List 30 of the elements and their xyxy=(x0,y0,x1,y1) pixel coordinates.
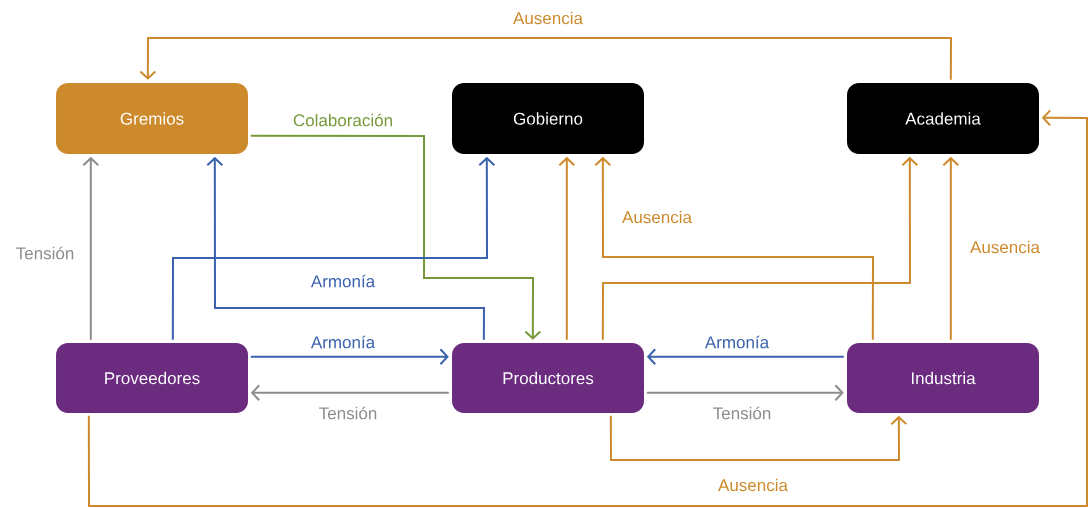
edge-label: Armonía xyxy=(703,334,771,350)
arrow xyxy=(139,37,952,81)
edge-label: Colaboración xyxy=(291,112,395,128)
arrow xyxy=(558,156,576,341)
process-box: Gobierno xyxy=(452,83,644,154)
arrow xyxy=(646,348,845,366)
edge-label: Armonía xyxy=(309,334,377,350)
edge-label: Tensión xyxy=(711,405,773,421)
edge-label: Armonía xyxy=(309,273,377,289)
arrow xyxy=(645,384,844,402)
edge-label: Ausencia xyxy=(717,477,789,493)
process-box: Industria xyxy=(847,343,1039,413)
arrow xyxy=(249,134,542,340)
process-box: Proveedores xyxy=(56,343,248,413)
process-box: Academia xyxy=(847,83,1039,154)
edge-label: Ausencia xyxy=(969,239,1041,255)
arrow xyxy=(82,156,100,341)
process-box: Productores xyxy=(452,343,644,413)
arrow xyxy=(87,109,1088,507)
edge-label: Ausencia xyxy=(512,10,584,26)
edge-label: Tensión xyxy=(14,245,76,261)
process-box: Gremios xyxy=(56,83,248,154)
arrow xyxy=(250,384,450,402)
arrow xyxy=(601,156,919,341)
arrow xyxy=(249,348,449,366)
arrow xyxy=(609,414,908,461)
arrow xyxy=(594,156,874,341)
edge-label: Ausencia xyxy=(621,209,693,225)
arrow xyxy=(942,156,960,341)
edge-label: Tensión xyxy=(317,405,379,421)
